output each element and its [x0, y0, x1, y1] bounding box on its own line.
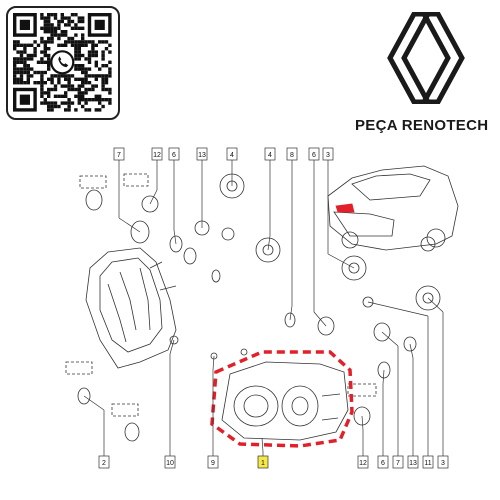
callout-label-bottom-7: 13: [409, 460, 417, 467]
callout-label-top-8: 3: [326, 152, 330, 159]
callout-label-top-3: 13: [198, 152, 206, 159]
callout-label-top-5: 4: [268, 152, 272, 159]
renault-logo-icon: [387, 12, 465, 104]
callout-label-bottom-1: 10: [166, 460, 174, 467]
callout-label-top-7: 6: [312, 152, 316, 159]
callout-box-bottom-1: [164, 455, 176, 469]
leader-top-end-8: [327, 253, 355, 269]
callout-label-bottom-6: 7: [396, 460, 400, 467]
callout-box-top-6: [286, 147, 298, 161]
leader-bottom-end-6: [381, 331, 399, 347]
callout-box-top-5: [264, 147, 276, 161]
leader-bottom-end-5: [382, 369, 385, 385]
brand-name: PEÇA RENOTECH: [355, 117, 489, 134]
headlight-assembly-front: [221, 361, 349, 441]
callout-box-bottom-5: [377, 455, 389, 469]
callout-box-bottom-3: [257, 455, 269, 469]
callout-label-bottom-8: 11: [424, 460, 431, 467]
leader-top-end-5: [267, 235, 271, 251]
callout-box-bottom-0: [98, 455, 110, 469]
callout-box-bottom-6: [392, 455, 404, 469]
callout-label-bottom-9: 3: [441, 460, 445, 467]
callout-label-bottom-5: 6: [381, 460, 385, 467]
leader-top-end-0: [118, 217, 141, 233]
leader-top-end-2: [173, 229, 177, 245]
callout-box-bottom-4: [357, 455, 369, 469]
leader-bottom-end-0: [83, 395, 105, 411]
callout-label-bottom-0: 2: [102, 460, 106, 467]
callout-label-bottom-3: 1: [261, 460, 265, 467]
leader-top-end-6: [289, 305, 293, 321]
headlight-housing-side-view: [85, 247, 177, 369]
leader-bottom-end-1: [169, 339, 175, 355]
leader-bottom-end-9: [427, 297, 444, 313]
callout-label-top-2: 6: [172, 152, 176, 159]
detail-boxes: [65, 173, 377, 417]
callout-box-top-1: [151, 147, 163, 161]
callout-label-top-0: 7: [117, 152, 121, 159]
callout-label-bottom-4: 12: [359, 460, 367, 467]
bulbs-and-caps: [77, 173, 441, 442]
leader-bottom-end-3: [261, 437, 264, 453]
callout-label-top-1: 12: [153, 152, 161, 159]
leader-bottom-end-7: [409, 343, 414, 359]
leader-bottom-end-4: [361, 415, 364, 431]
callout-box-bottom-8: [422, 455, 434, 469]
leader-top-end-1: [149, 189, 158, 205]
leader-bottom-end-8: [367, 301, 429, 317]
callout-box-top-3: [196, 147, 208, 161]
car-illustration: [327, 165, 459, 251]
leader-bottom-end-2: [212, 355, 215, 371]
qr-code-card: [6, 6, 120, 120]
callout-box-bottom-2: [207, 455, 219, 469]
callout-box-top-2: [168, 147, 180, 161]
callout-label-bottom-2: 9: [211, 460, 215, 467]
callout-box-bottom-7: [407, 455, 419, 469]
callout-box-top-4: [226, 147, 238, 161]
callout-box-top-8: [322, 147, 334, 161]
highlight-outline: [210, 350, 354, 448]
callout-label-top-4: 4: [230, 152, 234, 159]
callout-box-top-0: [113, 147, 125, 161]
leader-top-end-7: [313, 311, 327, 327]
callout-box-top-7: [308, 147, 320, 161]
whatsapp-qr-code-icon: [13, 13, 112, 112]
callout-box-bottom-9: [437, 455, 449, 469]
callout-label-top-6: 8: [290, 152, 294, 159]
